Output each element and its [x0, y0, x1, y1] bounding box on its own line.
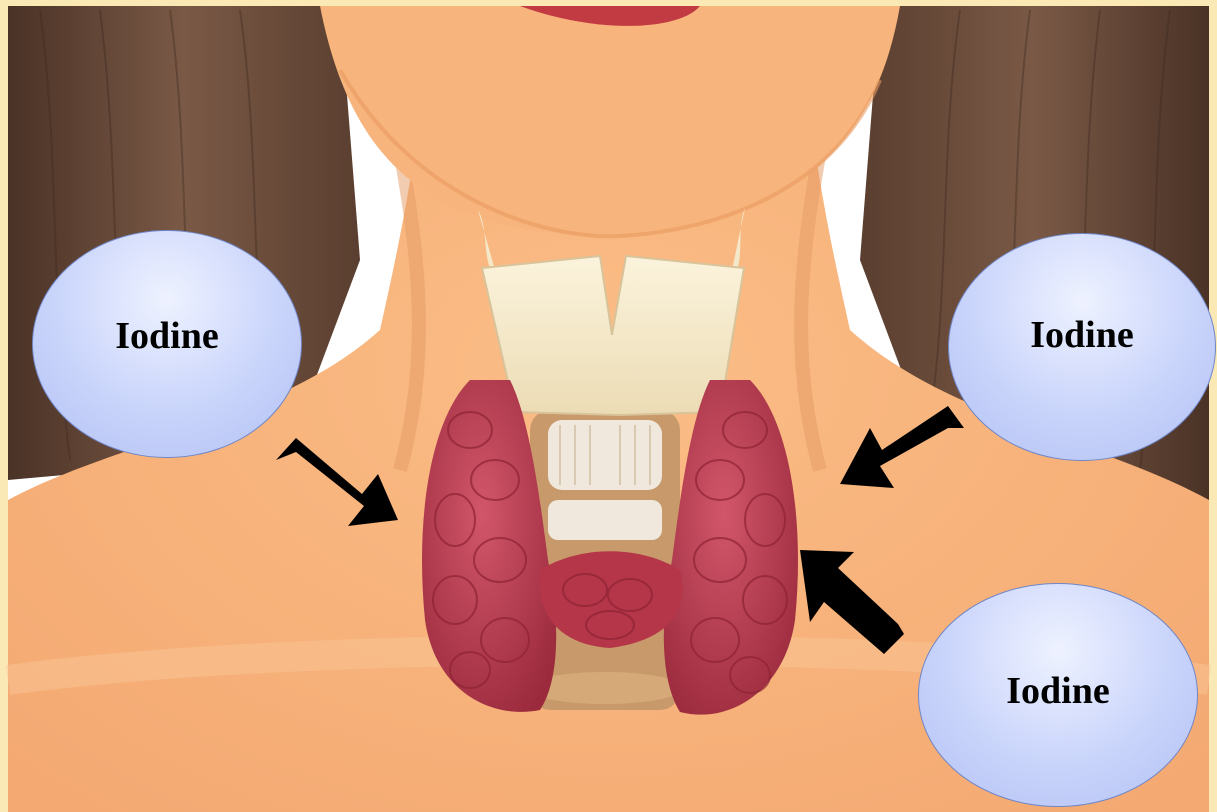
iodine-label-left: Iodine [115, 317, 218, 355]
iodine-bubble-left: Iodine [32, 230, 302, 458]
iodine-label-right: Iodine [1030, 316, 1133, 354]
iodine-bubble-right: Iodine [948, 233, 1216, 461]
iodine-label-bottom: Iodine [1006, 672, 1109, 710]
iodine-bubble-bottom: Iodine [918, 583, 1198, 807]
